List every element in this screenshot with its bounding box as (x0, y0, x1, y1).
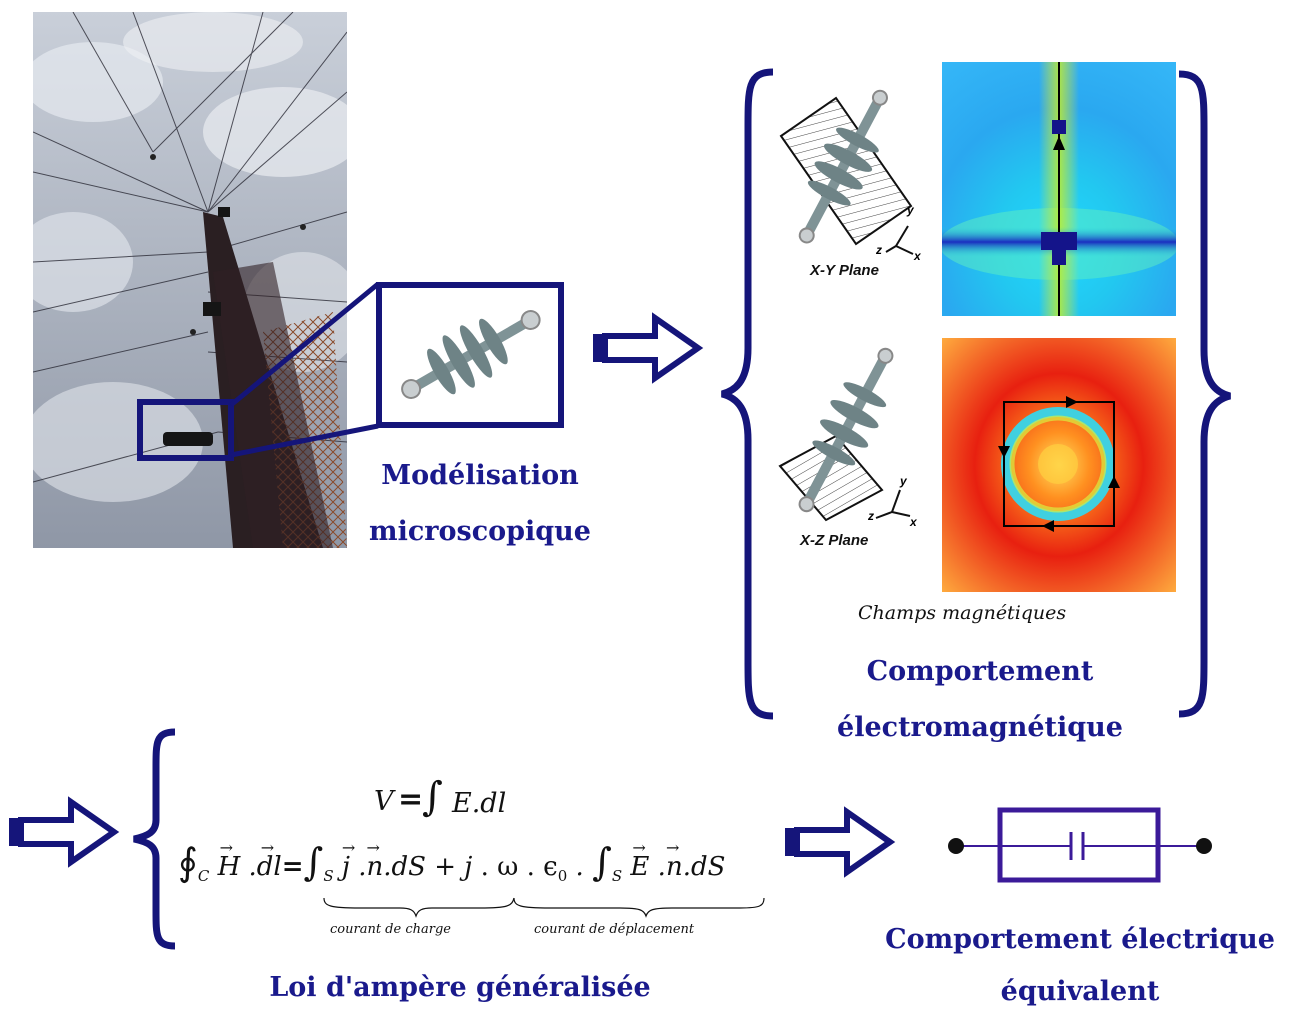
y-axis-label: y (906, 203, 915, 217)
z-axis-label: z (875, 243, 882, 257)
right-brace-em (1178, 70, 1232, 718)
arrow-right-icon (593, 312, 704, 384)
micro-label-line2: microscopique (369, 516, 591, 547)
champs-caption: Champs magnétiques (858, 602, 1067, 624)
xy-plane-caption: X-Y Plane (810, 262, 879, 279)
svg-text:y: y (899, 474, 908, 488)
courant-deplacement-label: courant de déplacement (534, 922, 695, 937)
eq1-rhs: E.dl (452, 788, 507, 819)
eq1-lhs: V (374, 786, 394, 817)
loi-ampere-label: Loi d'ampère généralisée (269, 972, 651, 1003)
svg-text:x: x (909, 515, 918, 529)
elec-label-line2: équivalent (1000, 976, 1160, 1007)
x-axis-label: x (913, 249, 922, 263)
elec-label-line1: Comportement électrique (885, 924, 1275, 955)
xz-field-map (942, 338, 1176, 592)
em-label-line1: Comportement (866, 656, 1094, 687)
micro-label-line1: Modélisation (381, 460, 579, 491)
eq1-integral: ∫ (422, 774, 443, 820)
left-brace-em (720, 68, 774, 720)
eq1-equals: = (398, 782, 424, 817)
ampere-equation: ∮C H→ .dl→=∫S j→ .n→.dS + j . ω . ϵ0 . ∫… (178, 838, 726, 886)
underbraces (323, 897, 765, 918)
courant-charge-label: courant de charge (330, 922, 451, 937)
equivalent-circuit (948, 807, 1212, 883)
left-brace-equations (133, 728, 176, 950)
xz-plane-diagram: y x z (778, 347, 918, 529)
tower-photo (13, 11, 363, 548)
arrow-right-icon (785, 806, 896, 878)
xy-field-map (939, 62, 1179, 316)
arrow-right-icon (9, 796, 120, 868)
svg-text:z: z (867, 509, 874, 523)
insulator-zoom-box (376, 282, 564, 428)
xz-plane-caption: X-Z Plane (800, 532, 869, 549)
em-label-line2: électromagnétique (837, 712, 1123, 743)
xy-plane-diagram: y x z (779, 89, 922, 263)
